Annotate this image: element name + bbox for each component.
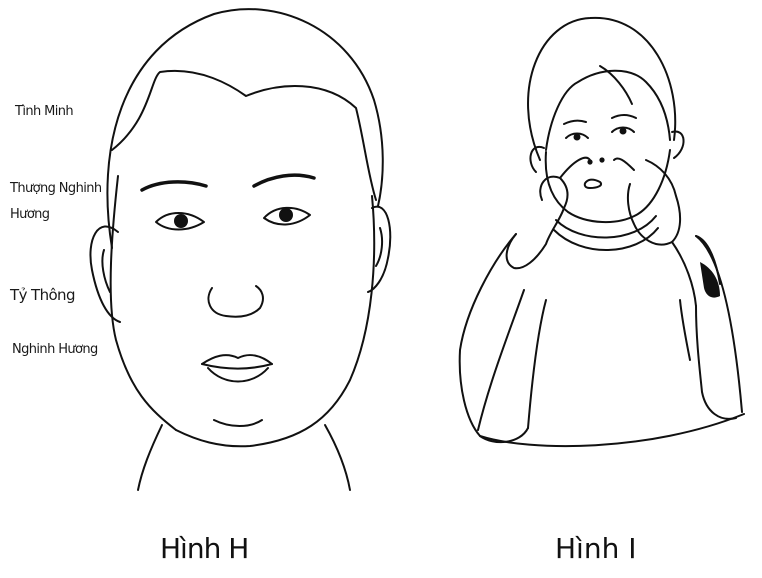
lower-lip [208, 368, 268, 382]
neck-right [325, 425, 350, 490]
mouth-line [202, 364, 272, 369]
label-thuong-nghinh-huong-line2: Hương [10, 207, 49, 222]
neck-left [138, 425, 162, 490]
hairline [112, 71, 376, 200]
upper-lip [202, 355, 272, 364]
right-ear [368, 207, 390, 292]
child-massage-illustration [450, 0, 762, 500]
head-outline [107, 9, 382, 248]
adult-face-illustration [0, 0, 440, 500]
child-face [546, 150, 670, 222]
right-eyebrow [254, 175, 314, 186]
caption-hinh-h: Hình H [160, 532, 248, 565]
child-torso-left [478, 290, 524, 430]
label-thuong-nghinh-huong-line1: Thượng Nghinh [10, 181, 102, 196]
caption-hinh-i: Hình I [555, 532, 636, 565]
child-torso-right [696, 236, 742, 412]
left-eyebrow [142, 182, 206, 190]
left-ear [90, 226, 120, 322]
label-tinh-minh: Tình Minh [15, 104, 73, 119]
face-left-contour [111, 176, 176, 430]
label-nghinh-huong: Nghinh Hương [12, 342, 98, 357]
label-ty-thong: Tỷ Thông [10, 286, 75, 304]
face-right-contour [176, 196, 374, 446]
nose [208, 286, 262, 317]
